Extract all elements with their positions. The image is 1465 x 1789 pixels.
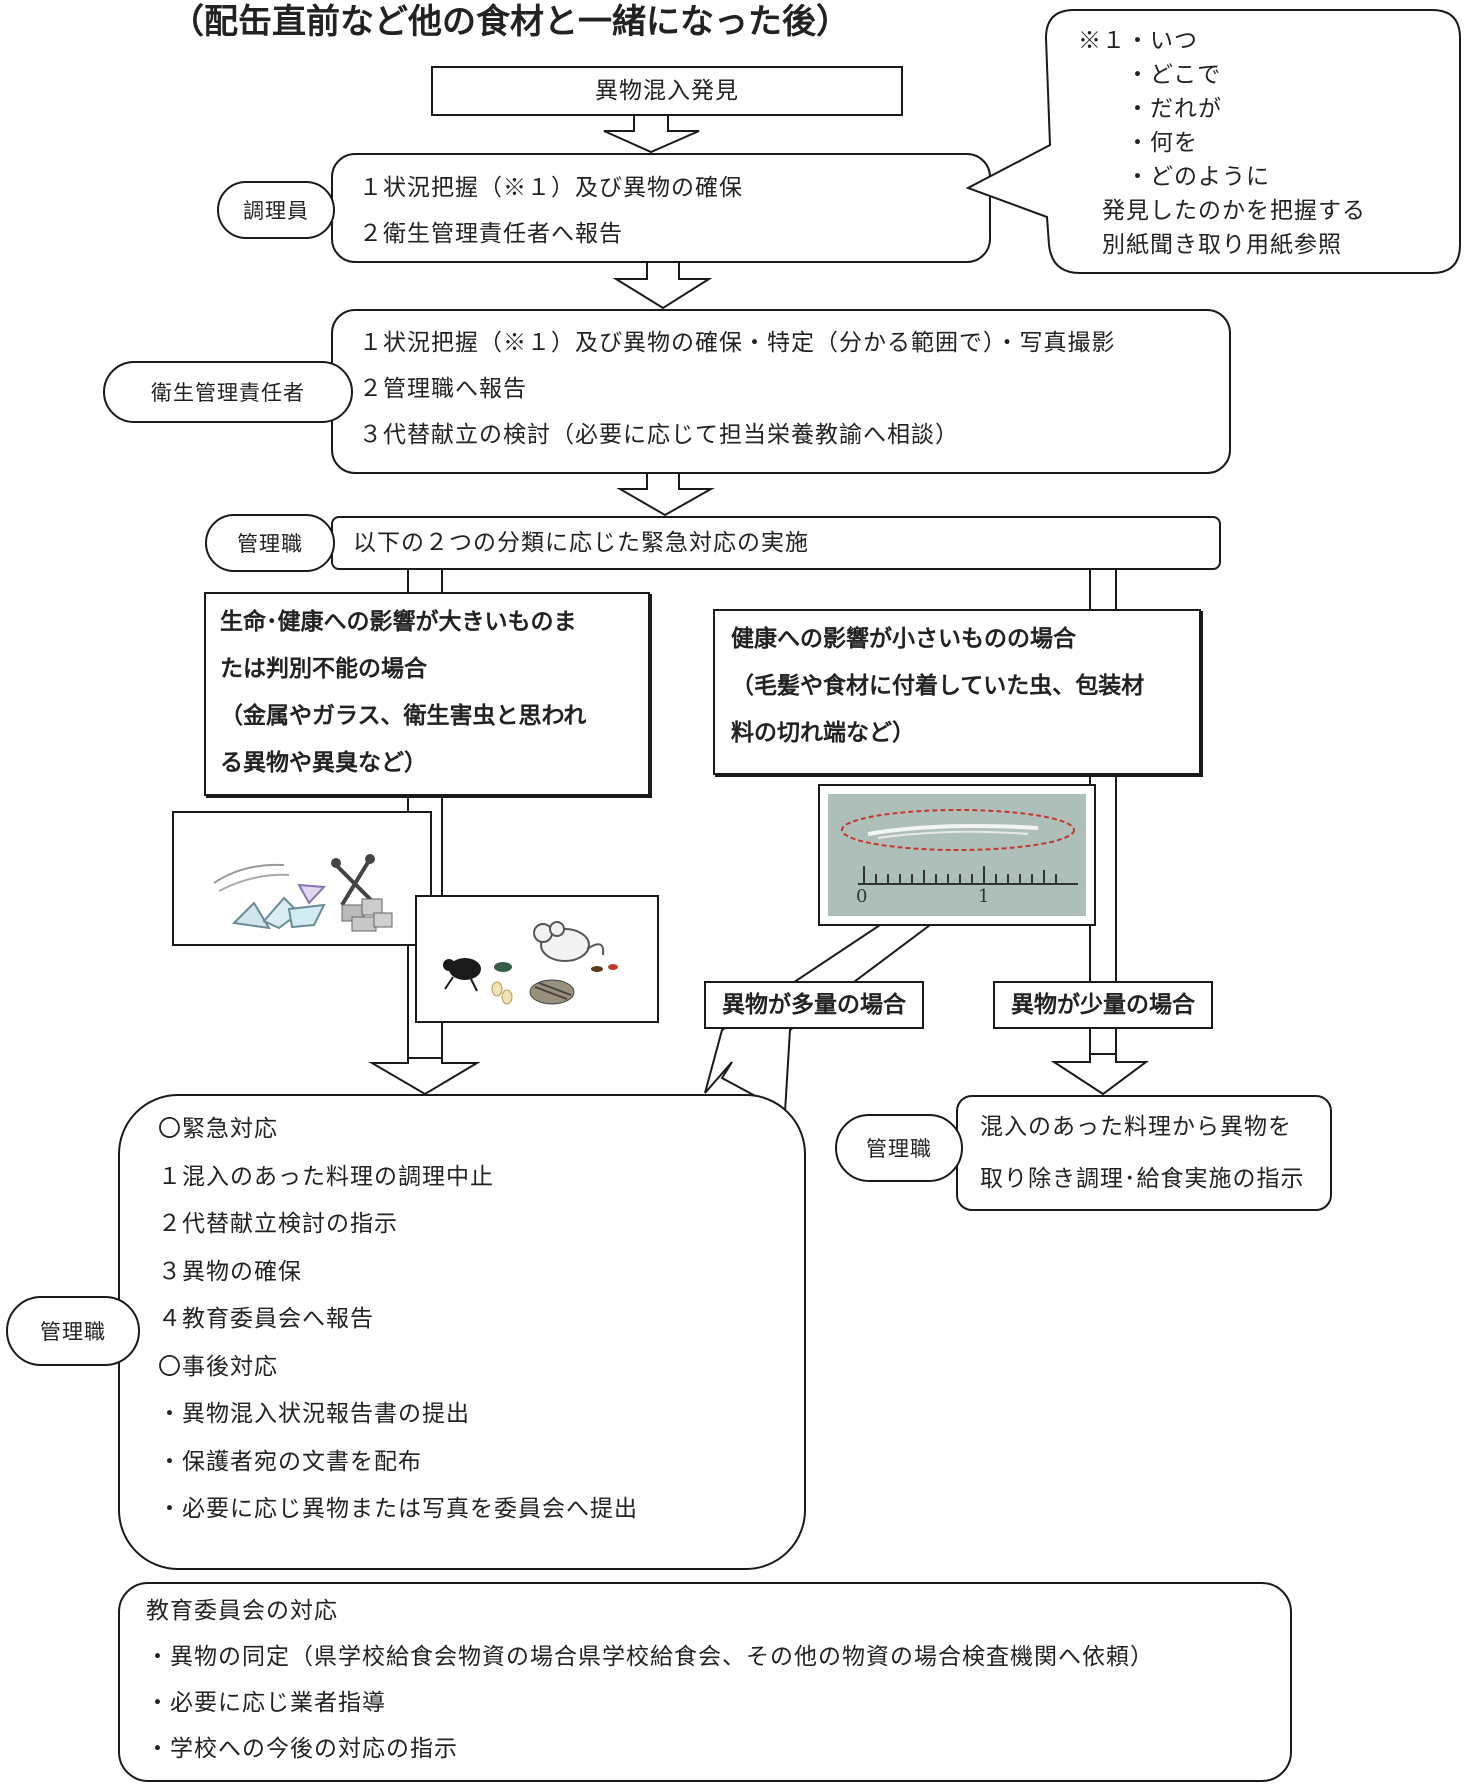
callout-line: ・何を bbox=[1078, 130, 1198, 156]
pests-icon bbox=[443, 921, 618, 1005]
board-box: 教育委員会の対応 ・異物の同定（県学校給食会物資の場合県学校給食会、その他の物資… bbox=[118, 1582, 1292, 1782]
callout-text: ※１・いつ ・どこで ・だれが ・何を ・どのように 発見したのかを把握する 別… bbox=[1078, 24, 1366, 262]
label-many-text: 異物が多量の場合 bbox=[722, 991, 906, 1018]
callout-line: ・だれが bbox=[1078, 96, 1222, 122]
small-action-box: 混入のあった料理から異物を 取り除き調理･給食実施の指示 bbox=[956, 1095, 1332, 1211]
step2-box: １状況把握（※１）及び異物の確保・特定（分かる範囲で）・写真撮影 ２管理職へ報告… bbox=[331, 309, 1231, 474]
start-box: 異物混入発見 bbox=[431, 66, 903, 116]
callout-line: 別紙聞き取り用紙参照 bbox=[1078, 232, 1342, 258]
arrow-down bbox=[603, 113, 700, 154]
photo-surface: 0 1 bbox=[828, 794, 1086, 916]
step2-line: ２管理職へ報告 bbox=[359, 376, 527, 402]
role-cook: 調理員 bbox=[217, 181, 335, 239]
arrow-down bbox=[616, 472, 715, 517]
start-label: 異物混入発見 bbox=[595, 78, 739, 104]
callout-line: ・どこで bbox=[1078, 62, 1222, 88]
emergency-line: ・必要に応じ異物または写真を委員会へ提出 bbox=[158, 1496, 638, 1522]
board-line: ・必要に応じ業者指導 bbox=[146, 1690, 386, 1716]
arrow-down bbox=[612, 261, 713, 310]
hazard-image-pests bbox=[415, 895, 659, 1023]
branch-low-impact: 健康への影響が小さいものの場合 （毛髪や食材に付着していた虫、包装材 料の切れ端… bbox=[713, 609, 1201, 775]
step2-line: １状況把握（※１）及び異物の確保・特定（分かる範囲で）・写真撮影 bbox=[359, 330, 1116, 356]
page-title: （配缶直前など他の食材と一緒になった後） bbox=[170, 2, 850, 42]
glass-metal-icon bbox=[213, 854, 393, 932]
step2-line: ３代替献立の検討（必要に応じて担当栄養教諭へ相談） bbox=[359, 422, 959, 448]
label-few: 異物が少量の場合 bbox=[993, 981, 1213, 1029]
emergency-line: ３異物の確保 bbox=[158, 1258, 302, 1285]
emergency-line: 〇緊急対応 bbox=[158, 1116, 278, 1142]
arrow-diagonal bbox=[704, 924, 933, 1114]
label-few-text: 異物が少量の場合 bbox=[1011, 991, 1195, 1018]
branch-left-line: たは判別不能の場合 bbox=[220, 656, 427, 682]
role-administrator-emergency: 管理職 bbox=[6, 1296, 140, 1366]
branch-right-line: 健康への影響が小さいものの場合 bbox=[731, 626, 1076, 652]
hazard-image-sharp bbox=[172, 811, 432, 946]
branch-left-line: 生命･健康への影響が大きいものま bbox=[220, 609, 577, 635]
small-action-line: 取り除き調理･給食実施の指示 bbox=[980, 1166, 1305, 1192]
emergency-line: ・保護者宛の文書を配布 bbox=[158, 1448, 422, 1475]
step3-box: 以下の２つの分類に応じた緊急対応の実施 bbox=[331, 516, 1221, 570]
emergency-line: ４教育委員会へ報告 bbox=[158, 1306, 374, 1332]
step1-box: １状況把握（※１）及び異物の確保 ２衛生管理責任者へ報告 bbox=[331, 153, 991, 263]
role-administrator-small: 管理職 bbox=[835, 1114, 963, 1182]
callout-line: 発見したのかを把握する bbox=[1078, 198, 1366, 224]
small-action-line: 混入のあった料理から異物を bbox=[980, 1114, 1292, 1140]
emergency-line: １混入のあった料理の調理中止 bbox=[158, 1163, 494, 1190]
callout-line: ※１・いつ bbox=[1078, 28, 1198, 54]
ruler-mark-1: 1 bbox=[978, 886, 990, 907]
step1-line: ２衛生管理責任者へ報告 bbox=[359, 221, 623, 247]
board-line: 教育委員会の対応 bbox=[146, 1598, 338, 1624]
arrow-down bbox=[368, 1057, 481, 1096]
branch-left-line: （金属やガラス、衛生害虫と思われ bbox=[220, 703, 587, 729]
emergency-line: ２代替献立検討の指示 bbox=[158, 1211, 398, 1237]
connector-line bbox=[407, 568, 443, 594]
branch-right-line: （毛髪や食材に付着していた虫、包装材 bbox=[731, 673, 1145, 699]
label-many: 異物が多量の場合 bbox=[704, 981, 924, 1029]
arrow-down bbox=[1050, 1053, 1150, 1096]
role-hygiene-manager: 衛生管理責任者 bbox=[103, 361, 353, 423]
branch-high-impact: 生命･健康への影響が大きいものま たは判別不能の場合 （金属やガラス、衛生害虫と… bbox=[204, 592, 650, 796]
ruler-icon bbox=[841, 809, 1078, 885]
emergency-line: 〇事後対応 bbox=[158, 1353, 278, 1380]
board-line: ・学校への今後の対応の指示 bbox=[146, 1736, 458, 1762]
emergency-line: ・異物混入状況報告書の提出 bbox=[158, 1401, 470, 1427]
board-line: ・異物の同定（県学校給食会物資の場合県学校給食会、その他の物資の場合検査機関へ依… bbox=[146, 1644, 1154, 1670]
branch-right-line: 料の切れ端など） bbox=[731, 720, 915, 746]
emergency-box: 〇緊急対応 １混入のあった料理の調理中止 ２代替献立検討の指示 ３異物の確保 ４… bbox=[118, 1094, 806, 1570]
callout-line: ・どのように bbox=[1078, 164, 1270, 190]
step1-line: １状況把握（※１）及び異物の確保 bbox=[359, 175, 743, 201]
role-administrator: 管理職 bbox=[205, 514, 335, 572]
step3-text: 以下の２つの分類に応じた緊急対応の実施 bbox=[353, 530, 809, 556]
branch-left-line: る異物や異臭など） bbox=[220, 750, 427, 776]
hair-photo: 0 1 bbox=[818, 784, 1096, 926]
ruler-mark-0: 0 bbox=[856, 886, 868, 907]
